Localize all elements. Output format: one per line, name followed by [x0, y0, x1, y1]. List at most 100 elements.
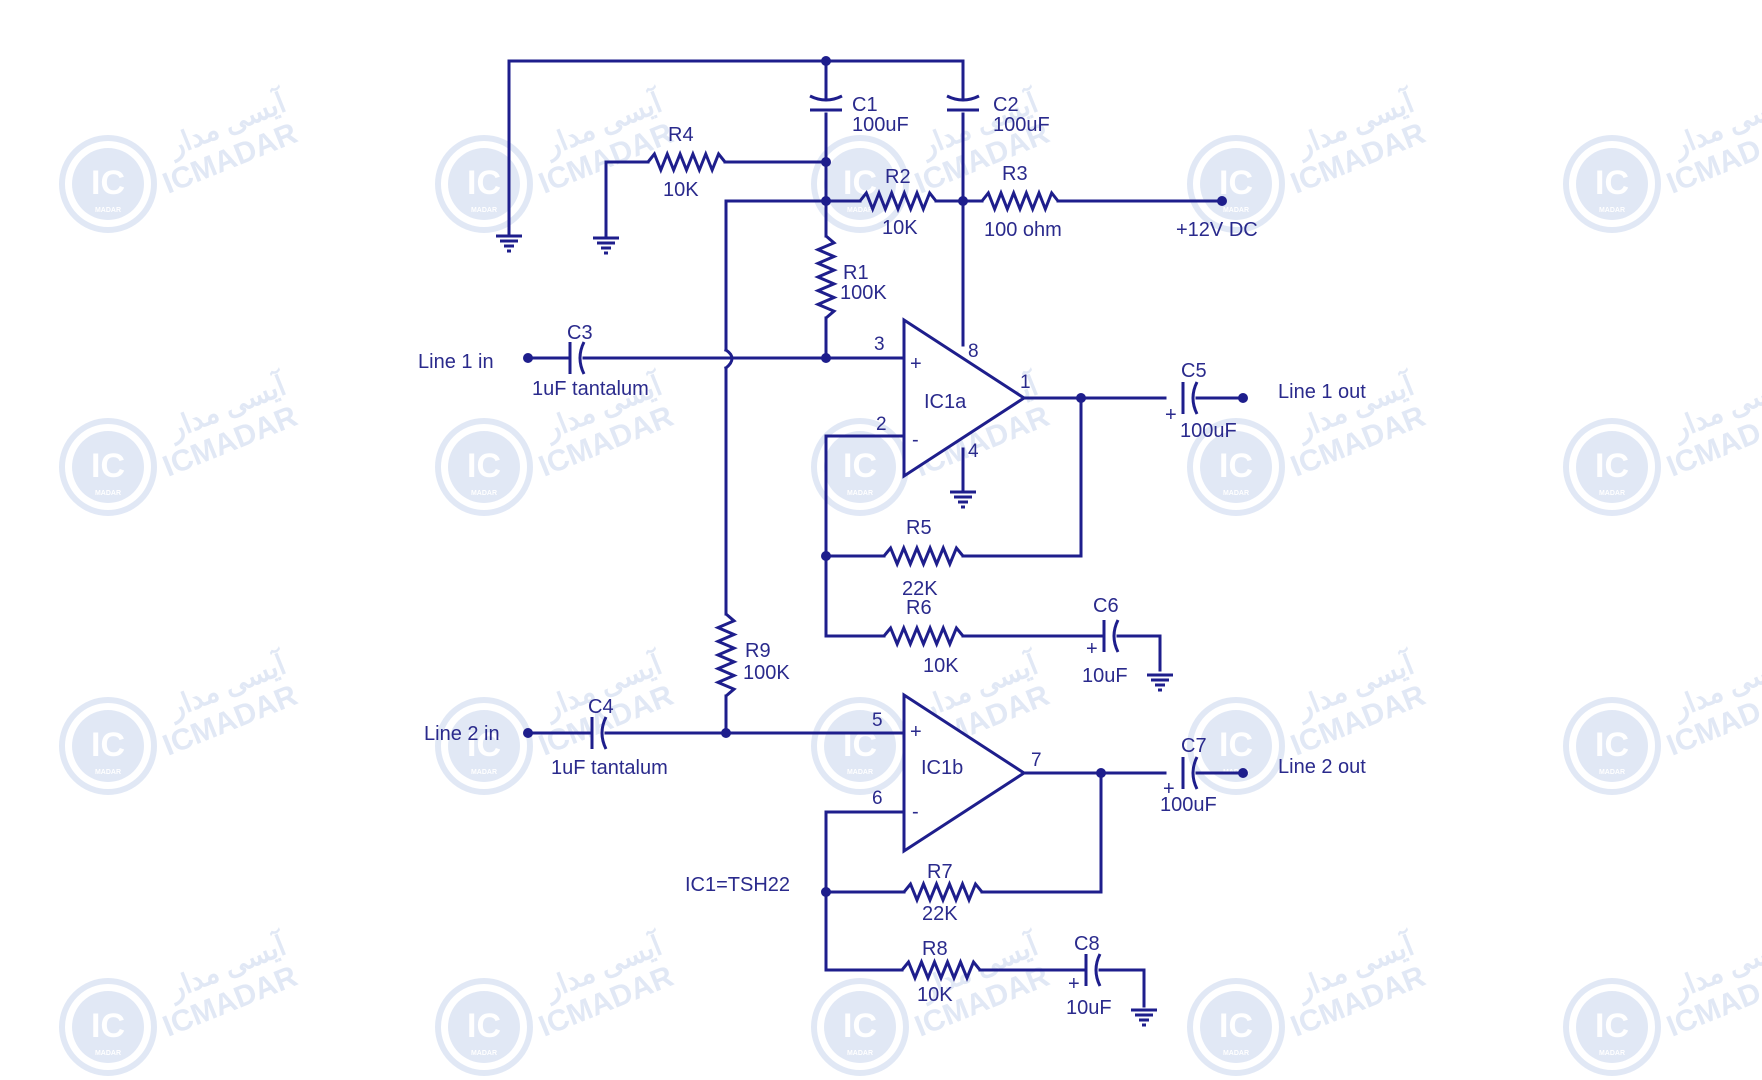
r6-ref: R6	[906, 597, 932, 619]
watermark-badge-text: IC	[467, 726, 501, 764]
watermark-ring	[435, 418, 533, 516]
labels: C1 100uF C2 100uF R4 10K R2 10K R3 100 o…	[418, 94, 1366, 1019]
r8-resistor	[900, 958, 982, 982]
watermark-disc	[448, 148, 520, 220]
line1-out-label: Line 1 out	[1278, 381, 1366, 403]
c4-value: 1uF tantalum	[551, 757, 668, 779]
watermark-badge-sub: MADAR	[847, 207, 873, 214]
watermark-disc	[824, 431, 896, 503]
r9-resistor	[714, 612, 738, 698]
r6-value: 10K	[923, 655, 959, 677]
watermark-ring	[1563, 418, 1661, 516]
c7-capacitor	[1181, 756, 1199, 790]
r4-value: 10K	[663, 179, 699, 201]
node-bias	[821, 196, 831, 206]
ic1a-opamp	[902, 317, 1027, 479]
r5-value: 22K	[902, 578, 938, 600]
ic1b-minus-sign: -	[912, 801, 919, 823]
watermark-badge-text: IC	[91, 726, 125, 764]
watermark-ring	[435, 978, 533, 1076]
watermark-badge-sub: MADAR	[471, 207, 497, 214]
cap-plate-curved	[578, 341, 586, 375]
ic1b-pin-plus-number: 5	[872, 710, 883, 731]
watermark-disc	[1200, 991, 1272, 1063]
r2-resistor	[858, 188, 938, 214]
watermark-badge-sub: MADAR	[847, 769, 873, 776]
c5-ref: C5	[1181, 360, 1207, 382]
ic1b-pin-minus-number: 6	[872, 788, 883, 809]
line2-in-terminal	[523, 728, 533, 738]
c3-capacitor	[568, 341, 586, 375]
watermark-ring	[1563, 978, 1661, 1076]
c6-polarity: +	[1086, 638, 1098, 660]
watermark-badge-sub: MADAR	[471, 490, 497, 497]
watermark-disc	[1576, 710, 1648, 782]
watermark-disc	[824, 710, 896, 782]
watermark-badge-sub: MADAR	[847, 490, 873, 497]
watermark-badge-text: IC	[91, 1007, 125, 1045]
watermark-badge-text: IC	[1219, 726, 1253, 764]
watermark-disc	[1200, 431, 1272, 503]
r2-ref: R2	[885, 166, 911, 188]
r3-ref: R3	[1002, 163, 1028, 185]
watermark-badge-text: IC	[843, 447, 877, 485]
r3-value: 100 ohm	[984, 219, 1062, 241]
supply-terminal	[1217, 196, 1227, 206]
c4-ref: C4	[588, 696, 614, 718]
node-ic1b-output	[1096, 768, 1106, 778]
line2-in-label: Line 2 in	[424, 723, 500, 745]
watermark-badge-text: IC	[467, 447, 501, 485]
c4-capacitor	[590, 716, 608, 750]
r9-value: 100K	[743, 662, 790, 684]
ground-symbol-c6	[1147, 673, 1173, 692]
ic1a-name: IC1a	[924, 391, 967, 413]
ground-symbol-ic1a	[950, 490, 976, 509]
c1-capacitor	[809, 94, 843, 112]
watermark-badge-sub: MADAR	[1599, 769, 1625, 776]
ic1b-opamp	[902, 692, 1027, 854]
c8-ground-wire	[1098, 968, 1146, 1008]
watermark-ring	[59, 697, 157, 795]
c8-polarity: +	[1068, 973, 1080, 995]
watermark-badge-sub: MADAR	[95, 1050, 121, 1057]
r9-ref: R9	[745, 640, 771, 662]
line2-out-terminal	[1238, 768, 1248, 778]
watermark-badge-text: IC	[1219, 447, 1253, 485]
watermark-badge-sub: MADAR	[847, 1050, 873, 1057]
watermark-disc	[448, 991, 520, 1063]
ic1a-minus-sign: -	[912, 429, 919, 451]
junction-nodes	[523, 56, 1248, 897]
watermark-badge-sub: MADAR	[95, 490, 121, 497]
watermark-ring	[1187, 697, 1285, 795]
watermark-badge-sub: MADAR	[471, 769, 497, 776]
node-ic1a-output	[1076, 393, 1086, 403]
node-r4-c1	[821, 157, 831, 167]
r7-resistor	[902, 880, 984, 904]
watermark-disc	[1576, 431, 1648, 503]
watermark-disc	[72, 148, 144, 220]
watermark-badge-sub: MADAR	[1223, 207, 1249, 214]
c8-capacitor	[1084, 953, 1102, 987]
components	[496, 94, 1199, 1027]
watermark-disc	[824, 991, 896, 1063]
node-r5-r6	[821, 551, 831, 561]
watermark-badge-text: IC	[467, 1007, 501, 1045]
ic1a-pin-minus-number: 2	[876, 414, 887, 435]
ground-symbol-top-left	[496, 234, 522, 253]
c2-value: 100uF	[993, 114, 1050, 136]
c2-capacitor	[946, 94, 980, 112]
cap-plate-curved	[946, 94, 980, 102]
r8-value: 10K	[917, 984, 953, 1006]
cap-plate-curved	[809, 94, 843, 102]
watermark-badge-sub: MADAR	[95, 207, 121, 214]
watermark-badge-text: IC	[843, 164, 877, 202]
ic1a-plus-sign: +	[910, 353, 922, 375]
ic1-part-note: IC1=TSH22	[685, 874, 790, 896]
